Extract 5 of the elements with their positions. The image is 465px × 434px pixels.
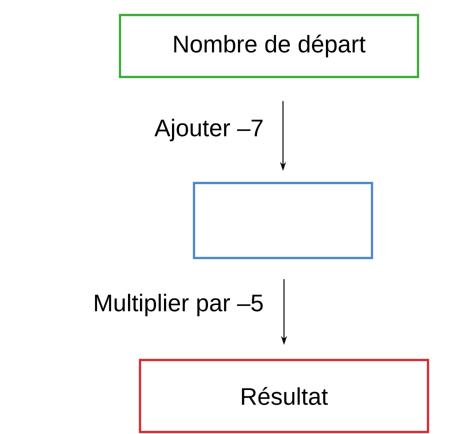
process-box: Résultat: [138, 358, 430, 434]
edge-label: Ajouter –7: [154, 118, 263, 142]
process-box: Nombre de départ: [118, 14, 420, 78]
empty-box: [192, 182, 374, 260]
edge-label: Multiplier par –5: [95, 294, 263, 316]
